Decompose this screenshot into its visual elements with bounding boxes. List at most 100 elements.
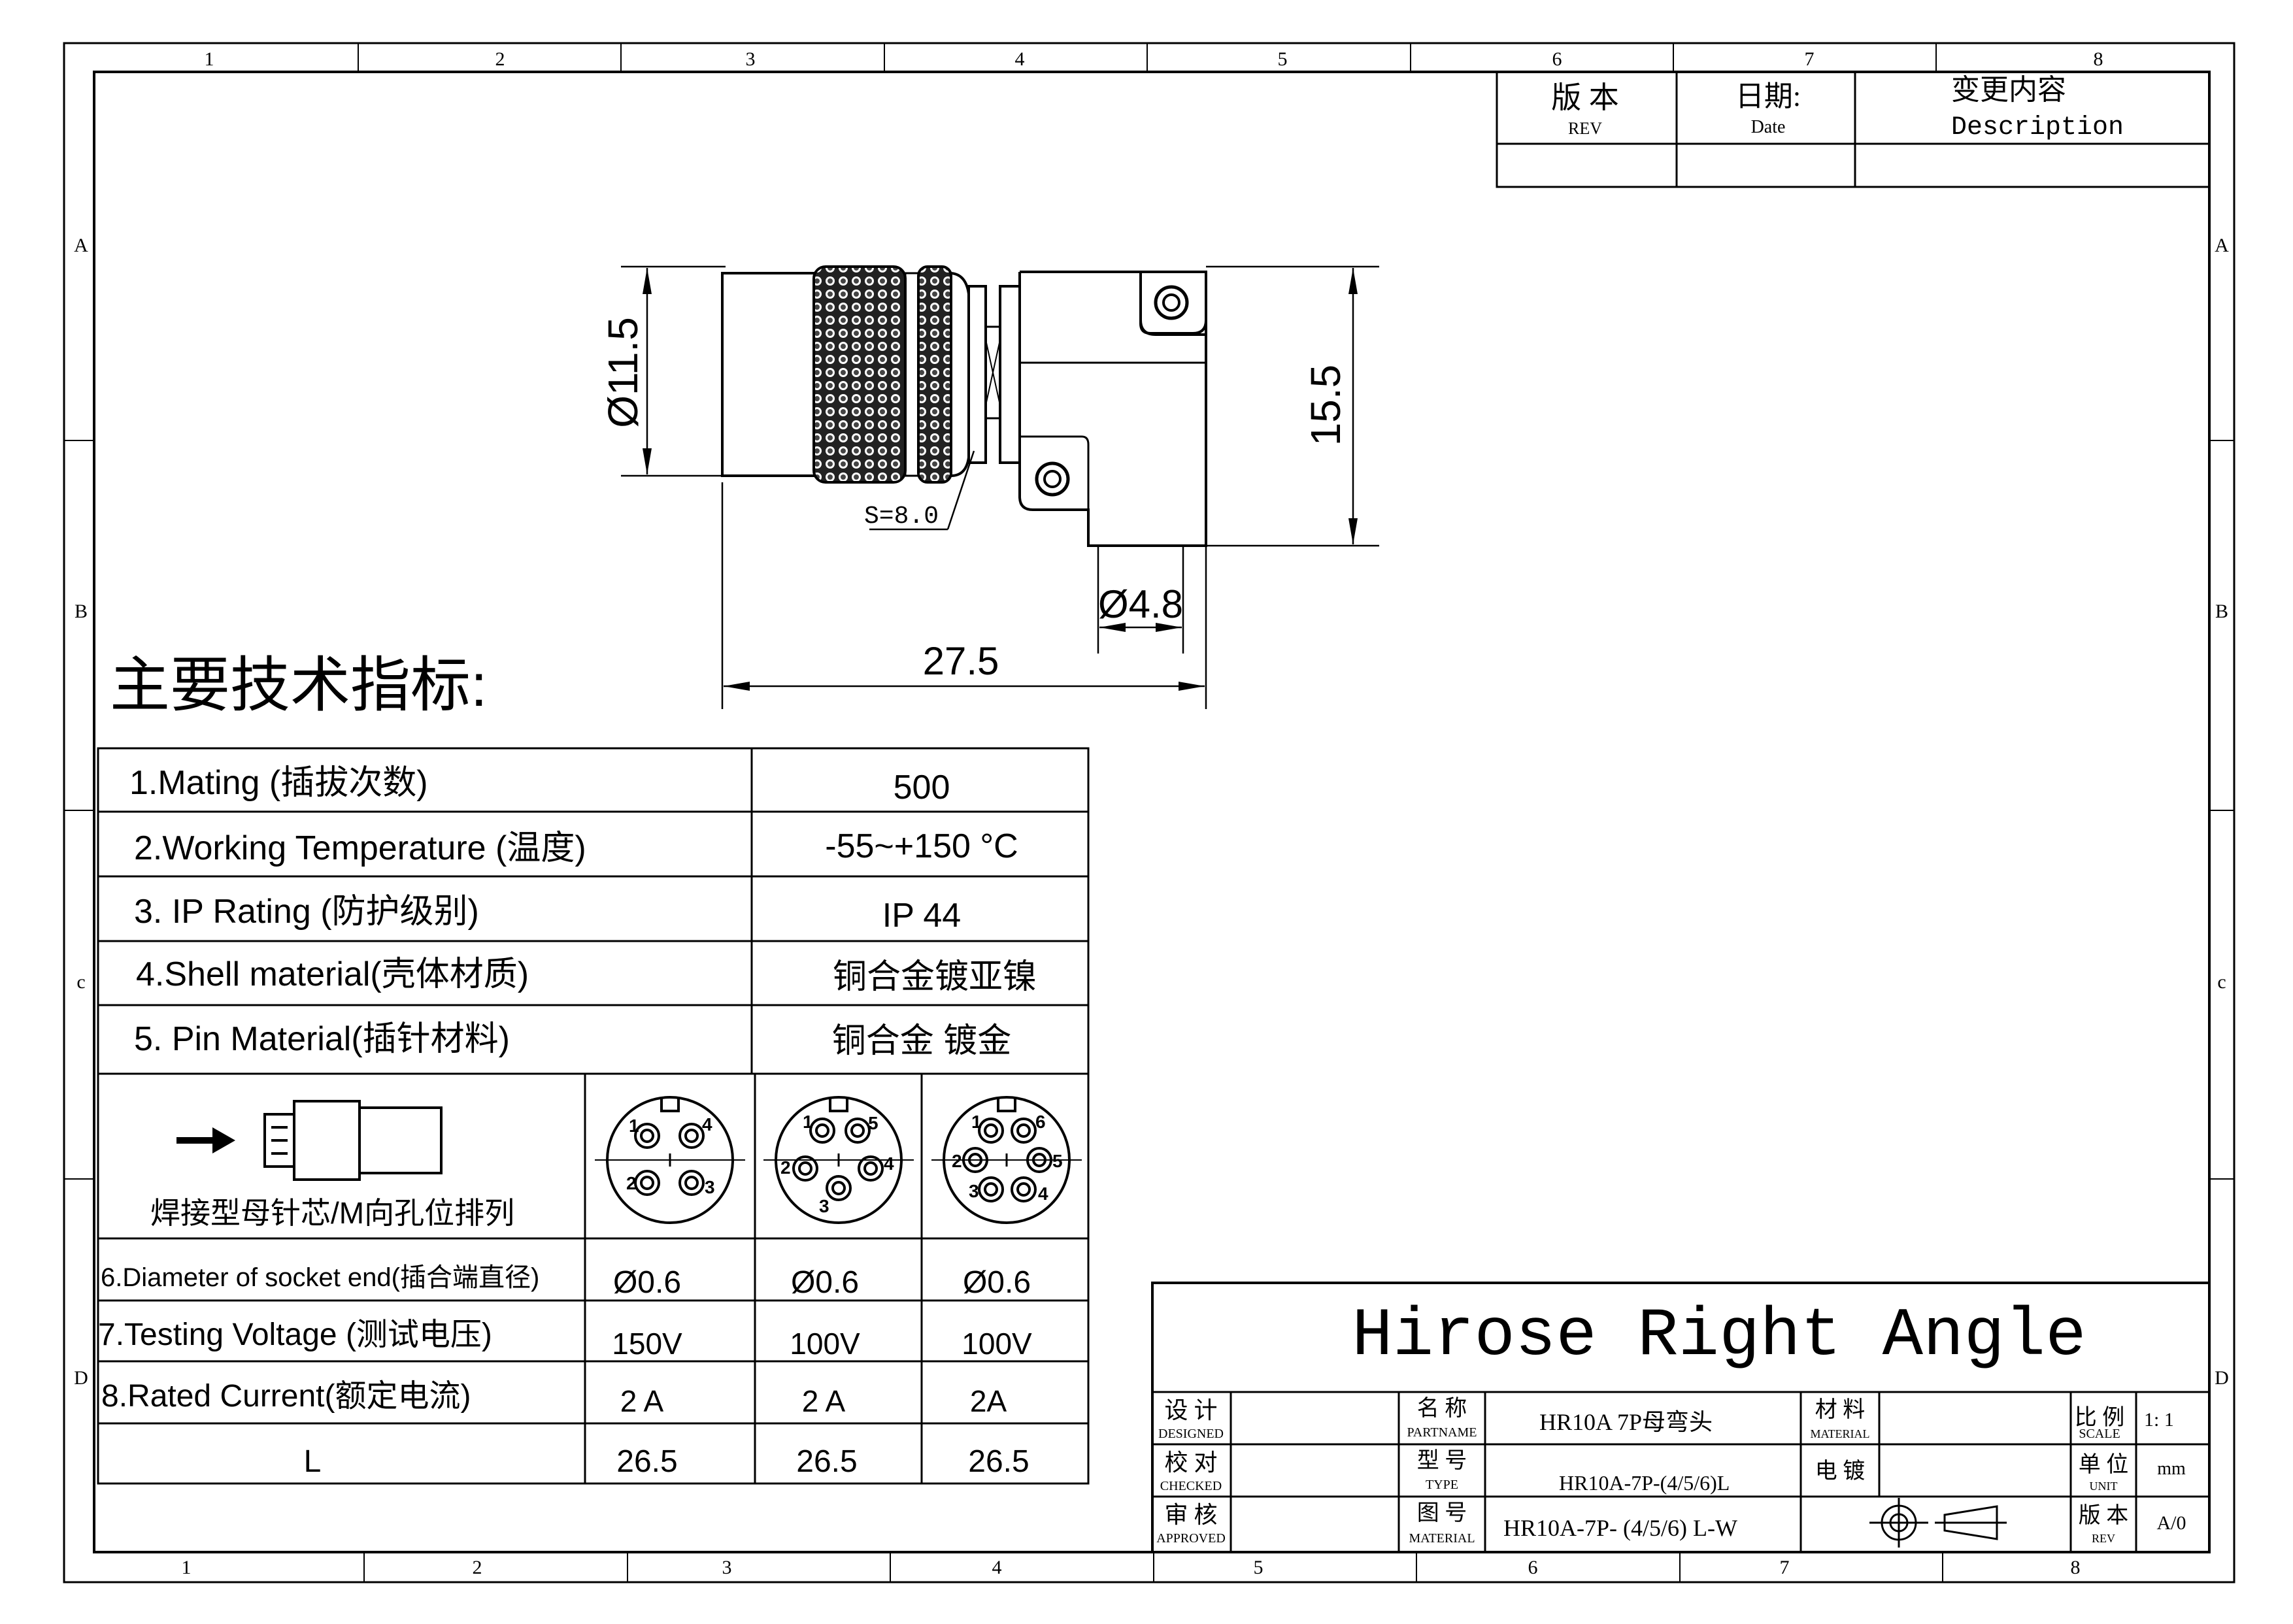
partname-value: HR10A 7P母弯头 (1539, 1409, 1713, 1435)
pin-caption-graphic (176, 1100, 443, 1181)
zone-label: B (2215, 601, 2228, 622)
dimension-outlet-diameter: Ø4.8 (1098, 582, 1183, 626)
dimension-height: 15.5 (1302, 365, 1349, 446)
zone-labels-side: A B c D A B c D (74, 235, 2229, 1389)
scale-label: 比 例 (2075, 1406, 2125, 1430)
zone-label: c (76, 971, 85, 993)
spec-value-shell-material: 铜合金镀亚镍 (833, 958, 1037, 996)
zone-labels-bottom: 1 2 3 4 5 6 7 8 (182, 1557, 2081, 1578)
perf-value: Ø0.6 (791, 1265, 859, 1300)
pin-layout-4p: 1 4 2 3 (595, 1096, 745, 1224)
specs-table (97, 747, 1090, 1485)
dimension-wrench-size: S=8.0 (864, 503, 939, 531)
zone-label: 5 (1254, 1557, 1264, 1578)
pin-number: 5 (1052, 1151, 1063, 1171)
type-label-en: TYPE (1426, 1478, 1458, 1492)
zone-label: B (75, 601, 88, 622)
screw-head (1035, 461, 1070, 497)
spec-value-ip-rating: IP 44 (882, 897, 961, 935)
pin-caption: 焊接型母针芯/M向孔位排列 (150, 1196, 514, 1230)
perf-label-testing-voltage: 7.Testing Voltage (测试电压) (98, 1317, 492, 1352)
scale-value: 1: 1 (2144, 1409, 2174, 1431)
pin-number: 3 (969, 1181, 979, 1201)
rev-value: A/0 (2157, 1512, 2186, 1534)
zone-label: c (2217, 971, 2226, 993)
zone-label: 1 (182, 1557, 192, 1578)
designed-label-en: DESIGNED (1158, 1427, 1224, 1441)
checked-label-en: CHECKED (1160, 1479, 1222, 1493)
unit-label-en: UNIT (2090, 1480, 2118, 1493)
date-header-en: Date (1751, 117, 1786, 137)
perf-value: Ø0.6 (963, 1265, 1031, 1300)
perf-value: 26.5 (796, 1444, 857, 1479)
title-block (1151, 1282, 2211, 1553)
spec-label-mating: 1.Mating (插拔次数) (129, 764, 428, 802)
perf-value: 100V (962, 1327, 1032, 1361)
pin-number: 4 (1038, 1184, 1048, 1204)
drawing-number-label-en: MATERIAL (1409, 1531, 1475, 1546)
pin-number: 1 (629, 1116, 639, 1136)
pin-layout-5p: 1 5 2 4 3 (763, 1096, 914, 1224)
zone-label: 6 (1528, 1557, 1538, 1578)
zone-label: 2 (473, 1557, 482, 1578)
drawing-number-value: HR10A-7P- (4/5/6) L-W (1503, 1515, 1737, 1541)
pin-number: 4 (884, 1153, 894, 1174)
pin-number: 4 (702, 1114, 712, 1135)
screw-head (1154, 285, 1189, 320)
perf-value: 100V (790, 1327, 860, 1361)
rev-header-cn: 版 本 (1551, 81, 1619, 114)
projection-symbol-icon (1869, 1498, 2007, 1548)
revision-block: 版 本 REV 日期: Date 变更内容 Description (1496, 71, 2211, 188)
spec-label-ip-rating: 3. IP Rating (防护级别) (134, 893, 479, 931)
description-header-cn: 变更内容 (1951, 74, 2066, 106)
specs-heading: 主要技术指标: (110, 652, 488, 719)
pin-number: 1 (971, 1112, 982, 1132)
drawing-number-label: 图 号 (1417, 1501, 1467, 1525)
pin-number: 1 (803, 1112, 813, 1132)
spec-label-pin-material: 5. Pin Material(插针材料) (134, 1020, 510, 1058)
plug-shell (721, 272, 818, 477)
zone-label: A (2215, 235, 2229, 256)
perf-value: 2A (970, 1384, 1007, 1418)
partname-label: 名 称 (1417, 1396, 1467, 1421)
zone-label: 3 (746, 48, 756, 70)
performance-rows: 6.Diameter of socket end(插合端直径) Ø0.6 Ø0.… (98, 1263, 1032, 1479)
pin-number: 2 (626, 1173, 637, 1193)
rev-label: 版 本 (2079, 1503, 2129, 1528)
perf-value: 2 A (620, 1384, 664, 1418)
date-header-cn: 日期: (1735, 80, 1801, 112)
zone-labels-top: 1 2 3 4 5 6 7 8 (205, 48, 2103, 70)
perf-label-rated-current: 8.Rated Current(额定电流) (101, 1379, 471, 1414)
pin-number: 3 (819, 1196, 829, 1216)
drawing-title: Hirose Right Angle (1352, 1298, 2086, 1375)
zone-label: A (74, 235, 88, 256)
zone-label: 7 (1780, 1557, 1790, 1578)
description-header-en: Description (1951, 113, 2124, 142)
pin-number: 3 (705, 1177, 715, 1197)
approved-label: 审 核 (1164, 1502, 1217, 1528)
checked-label: 校 对 (1164, 1450, 1217, 1476)
spec-label-temperature: 2.Working Temperature (温度) (134, 829, 586, 867)
pin-number: 5 (868, 1113, 879, 1133)
zone-label: 8 (2094, 48, 2103, 70)
rev-label-en: REV (2092, 1532, 2115, 1545)
zone-label: 8 (2071, 1557, 2081, 1578)
unit-label: 单 位 (2079, 1452, 2129, 1477)
pin-layout-6p: 1 6 2 5 3 4 (931, 1096, 1082, 1224)
perf-value: 150V (612, 1327, 682, 1361)
perf-value: 26.5 (616, 1444, 677, 1479)
perf-label-socket-diameter: 6.Diameter of socket end(插合端直径) (101, 1263, 539, 1292)
perf-value: 2 A (802, 1384, 846, 1418)
plating-label: 电 镀 (1815, 1459, 1866, 1483)
perf-label-length: L (304, 1444, 322, 1479)
dimensions (621, 265, 1379, 709)
type-value: HR10A-7P-(4/5/6)L (1559, 1471, 1730, 1495)
connector-drawing (721, 265, 1207, 547)
pin-number: 2 (780, 1157, 791, 1178)
zone-label: D (2215, 1367, 2229, 1389)
spec-value-temperature: -55~+150 °C (825, 827, 1018, 865)
zone-label: 7 (1805, 48, 1815, 70)
zone-label: 3 (722, 1557, 732, 1578)
knurled-ring (917, 265, 952, 484)
